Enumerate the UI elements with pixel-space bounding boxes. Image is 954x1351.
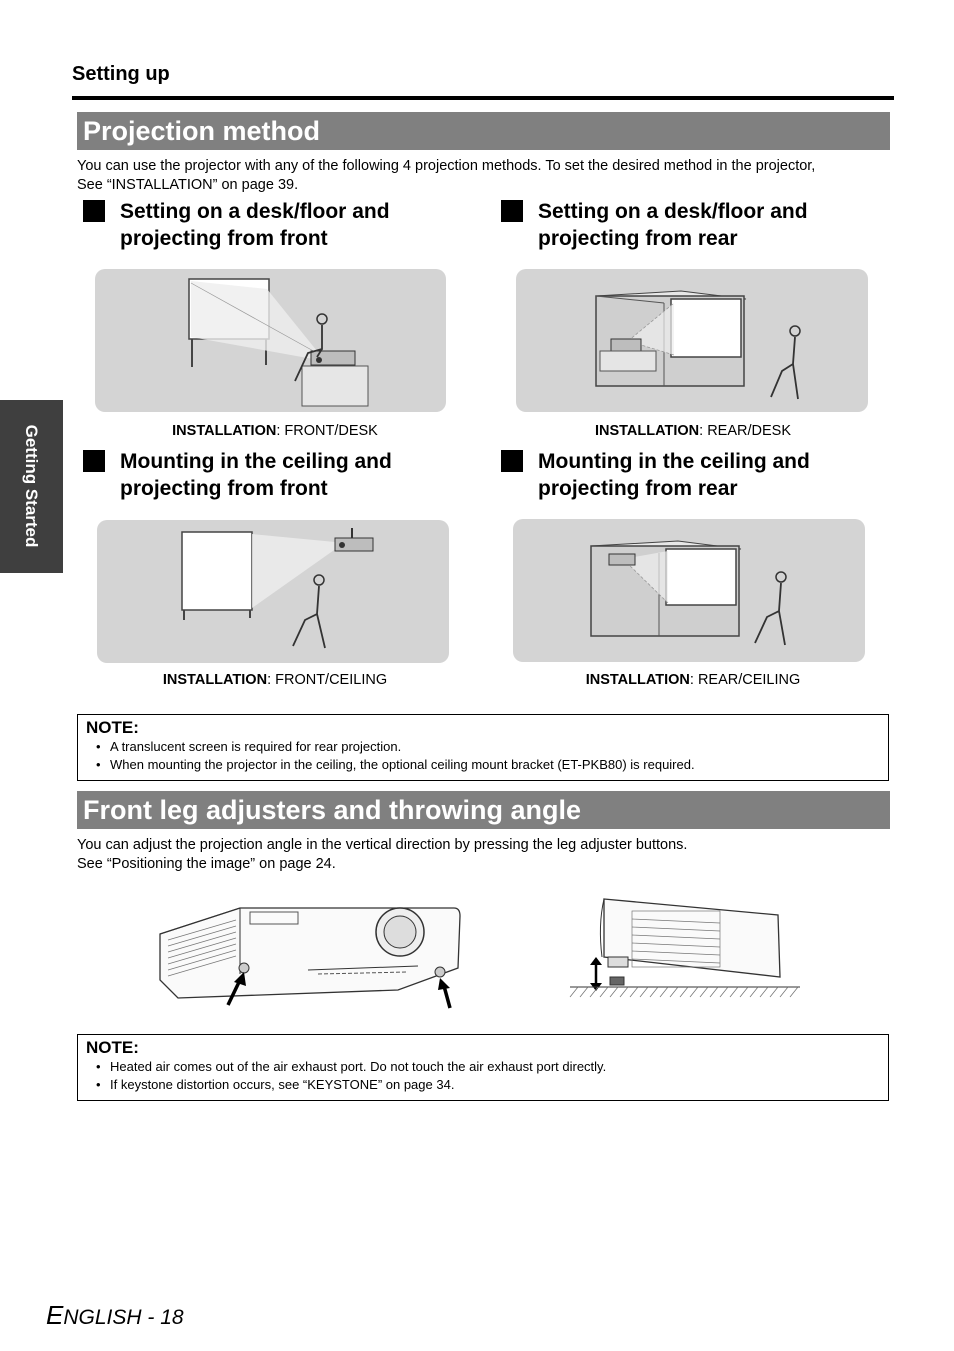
caption-value: : FRONT/DESK [276,423,378,439]
side-tab: Getting Started [0,400,63,573]
front-ceiling-diagram [181,528,374,649]
front-leg-intro-line1: You can adjust the projection angle in t… [77,837,688,853]
method-heading-line2: projecting from front [120,477,328,500]
caption-label: INSTALLATION [172,423,277,439]
method-heading-line1: Setting on a desk/floor and [538,200,808,223]
footer-text: NGLISH - 18 [63,1306,184,1329]
note-item: When mounting the projector in the ceili… [86,756,880,774]
front-desk-illustration [95,269,446,412]
projection-method-heading: Projection method [77,112,890,150]
front-leg-intro: You can adjust the projection angle in t… [77,836,897,874]
rear-ceiling-illustration [513,519,865,662]
method-front-ceiling-heading: Mounting in the ceiling and projecting f… [83,448,463,502]
caption-label: INSTALLATION [594,423,700,439]
projection-intro-line2: See “INSTALLATION” on page 39. [77,177,299,193]
note-title: NOTE: [86,718,139,737]
side-tab-label: Getting Started [22,424,41,548]
caption-value: : FRONT/CEILING [267,672,388,688]
caption-label: INSTALLATION [585,672,690,688]
front-desk-diagram [188,278,369,407]
projector-front-diagram [159,907,461,1009]
method-heading-line1: Mounting in the ceiling and [120,450,392,473]
rear-desk-diagram [595,290,801,400]
section-label: Setting up [72,63,170,85]
rear-ceiling-diagram [590,540,787,646]
method-heading-line1: Mounting in the ceiling and [538,450,810,473]
front-leg-intro-line2: See “Positioning the image” on page 24. [77,856,336,872]
square-bullet-icon [501,450,523,472]
note-item: If keystone distortion occurs, see “KEYS… [86,1076,880,1094]
caption-label: INSTALLATION [162,672,268,688]
square-bullet-icon [83,200,105,222]
front-ceiling-illustration [97,520,449,663]
method-front-desk-heading: Setting on a desk/floor and projecting f… [83,198,463,252]
caption-rear-ceiling: INSTALLATION: REAR/CEILING [513,672,873,688]
note-item: A translucent screen is required for rea… [86,738,880,756]
projection-intro-line1: You can use the projector with any of th… [77,158,816,174]
projector-leg-buttons-illustration [158,900,463,1012]
caption-rear-desk: INSTALLATION: REAR/DESK [513,423,873,439]
note-item: Heated air comes out of the air exhaust … [86,1058,880,1076]
note-box-projection: NOTE: A translucent screen is required f… [77,714,889,781]
note-box-legs: NOTE: Heated air comes out of the air ex… [77,1034,889,1101]
header-rule [72,96,894,100]
note-title: NOTE: [86,1038,139,1057]
rear-desk-illustration [516,269,868,412]
method-heading-line2: projecting from front [120,227,328,250]
method-heading-line2: projecting from rear [538,227,738,250]
square-bullet-icon [83,450,105,472]
method-rear-desk-heading: Setting on a desk/floor and projecting f… [501,198,881,252]
footer-initial: E [46,1300,64,1330]
method-rear-ceiling-heading: Mounting in the ceiling and projecting f… [501,448,881,502]
front-leg-heading: Front leg adjusters and throwing angle [77,791,890,829]
projector-side-diagram [569,898,800,998]
caption-front-desk: INSTALLATION: FRONT/DESK [95,423,455,439]
square-bullet-icon [501,200,523,222]
method-heading-line2: projecting from rear [538,477,738,500]
caption-value: : REAR/CEILING [689,672,801,688]
caption-front-ceiling: INSTALLATION: FRONT/CEILING [95,672,455,688]
projection-intro: You can use the projector with any of th… [77,157,897,195]
caption-value: : REAR/DESK [699,423,792,439]
projector-throwing-angle-illustration [568,895,800,1003]
method-heading-line1: Setting on a desk/floor and [120,200,390,223]
page-footer: ENGLISH - 18 [46,1300,184,1331]
